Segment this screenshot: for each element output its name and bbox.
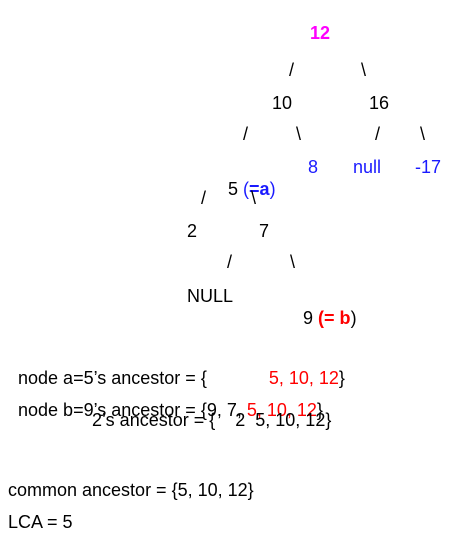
node-5: 5 (=a) xyxy=(218,156,276,200)
node-5-paren-close: ) xyxy=(269,179,276,199)
node-9-paren-open: ( xyxy=(318,308,325,328)
ancestor-2-line: 2’s ancestor = { 2 5, 10, 12} xyxy=(92,410,332,430)
edge-5-2: / xyxy=(201,188,207,208)
node-10: 10 xyxy=(272,93,293,113)
node-5-paren-open: ( xyxy=(243,179,250,199)
edge-5-7: \ xyxy=(251,188,257,208)
node-8: 8 xyxy=(308,157,319,177)
node-5-value: 5 xyxy=(228,179,239,199)
ancestor-b-suffix: } xyxy=(316,400,323,420)
node-5-label-a: =a xyxy=(249,179,270,199)
ancestor-a-prefix: node a=5’s ancestor = { xyxy=(18,368,207,388)
ancestor-a-common: 5, 10, 12 xyxy=(268,368,339,388)
edge-7-9: \ xyxy=(290,252,296,272)
node-16: 16 xyxy=(369,93,390,113)
node-9-paren-close: ) xyxy=(350,308,357,328)
node-NULL: NULL xyxy=(187,286,234,306)
common-ancestor-line: common ancestor = {5, 10, 12} xyxy=(8,480,254,500)
ancestor-a-line: node a=5’s ancestor = { 5, 10, 12} xyxy=(8,345,345,389)
edge-12-10: / xyxy=(289,60,295,80)
edge-16-neg17: \ xyxy=(420,124,426,144)
lca-line: LCA = 5 xyxy=(8,512,73,532)
ancestor-b-line: node b=9’s ancestor = {9, 7, 5, 10, 12} xyxy=(8,377,323,421)
node-9-label-b: = b xyxy=(324,308,351,328)
node-9-value: 9 xyxy=(303,308,314,328)
ancestor-b-common: 5, 10, 12 xyxy=(246,400,317,420)
ancestor-b-prefix: node b=9’s ancestor = {9, 7, xyxy=(18,400,247,420)
edge-10-8: \ xyxy=(296,124,302,144)
root-node-12: 12 xyxy=(310,23,331,43)
node-2: 2 xyxy=(187,221,198,241)
node-9: 9 (= b) xyxy=(293,285,357,329)
edge-10-5: / xyxy=(243,124,249,144)
node-7: 7 xyxy=(259,221,270,241)
node-null: null xyxy=(353,157,382,177)
edge-7-NULL: / xyxy=(227,252,233,272)
ancestor-a-suffix: } xyxy=(338,368,345,388)
edge-12-16: \ xyxy=(361,60,367,80)
edge-16-null: / xyxy=(375,124,381,144)
node-neg17: -17 xyxy=(415,157,442,177)
